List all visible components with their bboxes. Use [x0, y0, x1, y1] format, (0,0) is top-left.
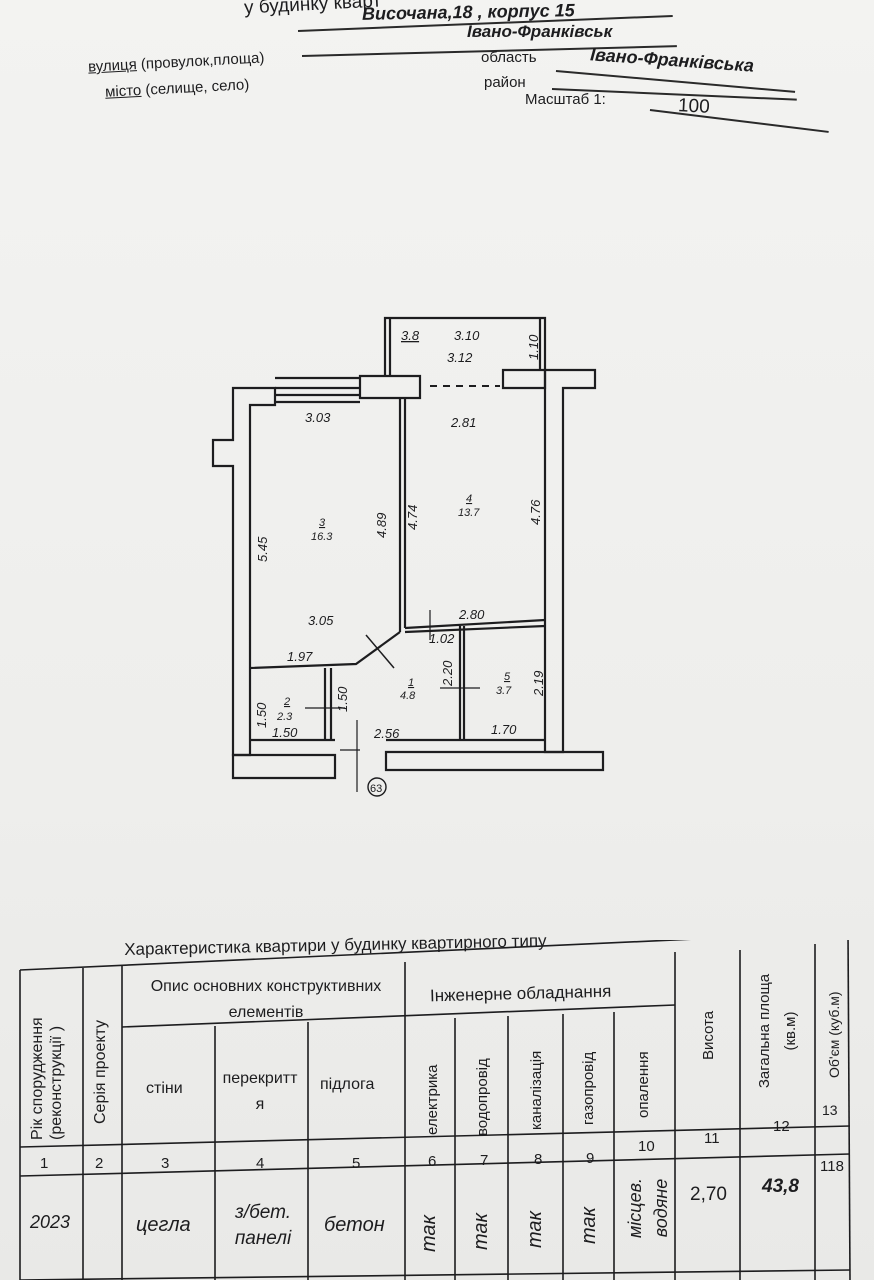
- cell-floors-over: з/бет. панелі: [234, 1202, 292, 1249]
- room1-side: 2.20: [440, 660, 455, 687]
- room5-side: 2.19: [531, 671, 546, 697]
- col-num: 4: [256, 1155, 265, 1172]
- th-height: Висота: [700, 1010, 717, 1060]
- room2-num: 2: [283, 696, 290, 708]
- outer-wall-right-top: [501, 368, 547, 390]
- balcony-outline: [383, 316, 547, 376]
- cell-height: 2,70: [690, 1184, 727, 1205]
- cell-sewer: так: [524, 1210, 546, 1248]
- col-num: 1: [40, 1155, 49, 1172]
- partition-room3-bottom: [249, 631, 401, 670]
- col-num: 12: [773, 1118, 790, 1135]
- th-floor: підлога: [320, 1076, 375, 1093]
- th-sewer: каналізація: [528, 1050, 545, 1130]
- region-label: область: [481, 49, 537, 66]
- balcony-depth: 1.10: [526, 334, 541, 360]
- partition-4-bottom: [404, 618, 546, 634]
- th-volume: Об'єм (куб.м): [826, 991, 842, 1078]
- cell-gas: так: [578, 1206, 600, 1244]
- window-left: [275, 376, 360, 404]
- room3-num: 3: [319, 517, 326, 529]
- col-num: 10: [638, 1138, 655, 1155]
- room4-num: 4: [466, 493, 472, 505]
- cell-walls: цегла: [136, 1214, 191, 1236]
- room4-area: 13.7: [458, 507, 480, 519]
- col-num: 6: [428, 1153, 437, 1170]
- col-num: 13: [822, 1102, 838, 1118]
- room4-left: 4.74: [405, 505, 420, 530]
- cell-floor: бетон: [324, 1214, 385, 1236]
- room2-left: 1.50: [254, 702, 269, 728]
- room2-right: 1.50: [335, 686, 350, 712]
- cell-water: так: [470, 1212, 492, 1250]
- th-total-area: Загальна площа (кв.м): [756, 973, 799, 1089]
- pier-center: [358, 374, 422, 400]
- room2-bottom: 1.50: [272, 725, 298, 740]
- col-num: 7: [480, 1152, 489, 1169]
- cell-total-area: 43,8: [762, 1176, 799, 1197]
- th-construct-group: Опис основних конструктивних елементів: [150, 978, 382, 1021]
- room1-bottom: 2.56: [373, 726, 400, 741]
- room2-area: 2.3: [276, 711, 293, 723]
- th-year: Рік спорудження (реконструкції ): [29, 1017, 65, 1140]
- th-water: водопровід: [474, 1058, 491, 1136]
- th-electric: електрика: [424, 1064, 441, 1136]
- cell-volume: 118: [820, 1158, 844, 1175]
- outer-wall-bottom-left: [231, 753, 337, 780]
- th-walls: стіни: [146, 1080, 183, 1097]
- room5-bottom: 1.70: [491, 722, 517, 737]
- balcony-width: 3.10: [454, 328, 480, 343]
- room3-bottom: 3.05: [308, 613, 334, 628]
- entrance-num: 63: [370, 783, 382, 795]
- partition-3-4: [398, 398, 407, 632]
- partition-bath: [458, 626, 466, 740]
- room1-num: 1: [408, 677, 414, 689]
- balcony-inner: 3.12: [447, 350, 473, 365]
- col-num: 9: [586, 1150, 595, 1167]
- city-value: Івано-Франківськ: [467, 22, 613, 41]
- outer-wall-right: [543, 368, 597, 754]
- characteristics-table: [19, 940, 851, 1280]
- cell-electric: так: [418, 1214, 440, 1252]
- room4-bottom: 2.80: [458, 607, 485, 622]
- outer-wall-bottom-right: [384, 750, 605, 772]
- room1-area: 4.8: [400, 690, 416, 702]
- room1-top: 1.02: [429, 631, 455, 646]
- room3-left: 5.45: [255, 536, 270, 562]
- partition-room2: [323, 668, 333, 740]
- room5-area: 3.7: [496, 685, 512, 697]
- entrance-marker: [367, 777, 387, 797]
- floor-plan: 3.8 3.10 3.12 1.10 3.03 5.45 4.89 3.05 3…: [211, 316, 605, 797]
- col-num: 3: [161, 1155, 170, 1172]
- outer-wall-left: [211, 386, 277, 757]
- balcony-num: 3.8: [401, 328, 420, 343]
- th-gas: газопровід: [580, 1051, 597, 1125]
- room1-upper-width: 1.97: [287, 649, 313, 664]
- room4-right: 4.76: [528, 499, 543, 525]
- balcony-inner: [388, 318, 542, 376]
- th-floors-over: перекриття: [222, 1070, 298, 1113]
- th-heating: опалення: [635, 1051, 652, 1118]
- col-num: 11: [704, 1130, 720, 1147]
- district-label: район: [484, 74, 526, 91]
- room4-top: 2.81: [450, 415, 476, 430]
- room5-num: 5: [504, 671, 511, 683]
- scale-label: Масштаб 1:: [525, 91, 606, 108]
- room3-top: 3.03: [305, 410, 331, 425]
- room3-area: 16.3: [311, 531, 333, 543]
- cell-heating: місцев. водяне: [625, 1177, 671, 1239]
- col-num: 5: [352, 1155, 361, 1172]
- col-num: 2: [95, 1155, 104, 1172]
- col-num: 8: [534, 1151, 543, 1168]
- th-series: Серія проекту: [92, 1019, 109, 1124]
- room3-right: 4.89: [374, 513, 389, 538]
- cell-year: 2023: [30, 1212, 71, 1232]
